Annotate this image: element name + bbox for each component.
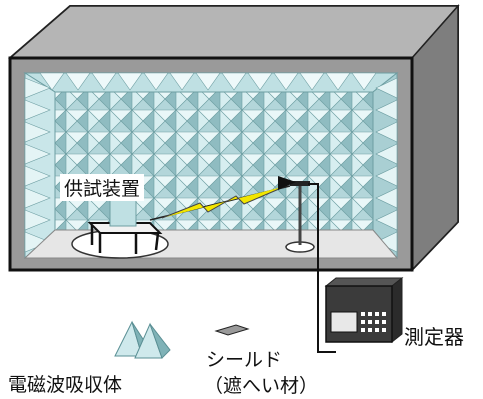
signal-path (149, 185, 291, 221)
instrument-label: 測定器 (404, 325, 464, 349)
turntable (71, 229, 169, 259)
absorber-wall (23, 71, 399, 260)
measuring-instrument (324, 276, 404, 344)
shield-legend-icon (214, 324, 250, 336)
eut-box (109, 197, 137, 227)
antenna-mast (278, 176, 315, 253)
absorber-label: 電磁波吸収体 (8, 374, 123, 396)
shield-material-label: （遮へい材） (204, 375, 319, 397)
test-table (87, 222, 163, 254)
eut-label: 供試装置 (60, 174, 145, 201)
shield-label: シールド (206, 349, 283, 371)
measurement-cable (308, 183, 336, 353)
absorber-legend-icon (114, 320, 171, 359)
